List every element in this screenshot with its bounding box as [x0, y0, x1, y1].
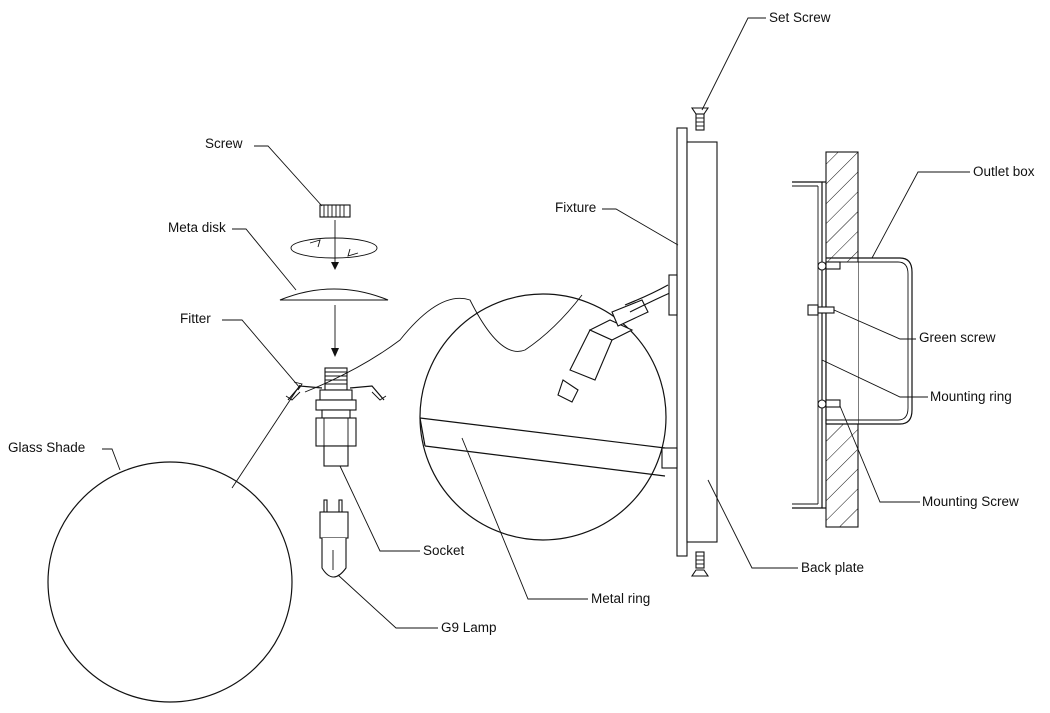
set-screw-bottom [690, 551, 710, 577]
leader-g9-lamp [337, 574, 438, 629]
label-screw: Screw [205, 136, 243, 151]
leader-meta-disk [232, 228, 297, 291]
label-meta-disk: Meta disk [168, 220, 226, 235]
label-green-screw: Green screw [919, 330, 996, 345]
mounting-screw-lower [817, 399, 841, 409]
leader-set-screw [701, 17, 766, 111]
label-back-plate: Back plate [801, 560, 864, 575]
label-mounting-screw: Mounting Screw [922, 494, 1019, 509]
leader-green-screw [833, 309, 916, 340]
label-metal-ring: Metal ring [591, 591, 650, 606]
g9-lamp-part [319, 499, 349, 578]
wall-section [825, 151, 859, 528]
leader-mounting-ring [821, 359, 928, 398]
label-glass-shade: Glass Shade [8, 440, 85, 455]
socket-part [315, 367, 357, 467]
glass-shade [47, 381, 303, 703]
fitter-part [285, 385, 387, 401]
leader-socket [339, 465, 420, 552]
glass-shade-guide-line [231, 384, 301, 489]
mounted-socket [557, 284, 673, 403]
label-outlet-box: Outlet box [973, 164, 1035, 179]
rotation-arrow-icon [290, 237, 378, 259]
set-screw-top [690, 107, 710, 131]
green-screw-part [807, 304, 835, 316]
leader-mounting-screw [839, 405, 920, 503]
leader-lines [102, 17, 970, 629]
mounting-screw-upper [817, 261, 841, 271]
leader-metal-ring [461, 437, 588, 600]
leader-outlet-box [871, 171, 970, 259]
outlet-box [826, 257, 913, 425]
metal-disk-part [279, 288, 389, 357]
leader-fitter [222, 319, 301, 389]
leader-glass-shade [102, 448, 121, 471]
leader-fixture [602, 208, 679, 246]
label-mounting-ring: Mounting ring [930, 389, 1012, 404]
leader-screw [254, 145, 323, 207]
fixture-plate [661, 127, 718, 557]
leader-back-plate [707, 479, 798, 569]
assembled-globe [304, 293, 667, 541]
label-g9-lamp: G9 Lamp [441, 620, 497, 635]
mounting-ring [792, 181, 826, 509]
label-socket: Socket [423, 543, 465, 558]
label-fitter: Fitter [180, 311, 211, 326]
label-set-screw: Set Screw [769, 10, 831, 25]
screw-part [319, 204, 351, 270]
label-fixture: Fixture [555, 200, 596, 215]
